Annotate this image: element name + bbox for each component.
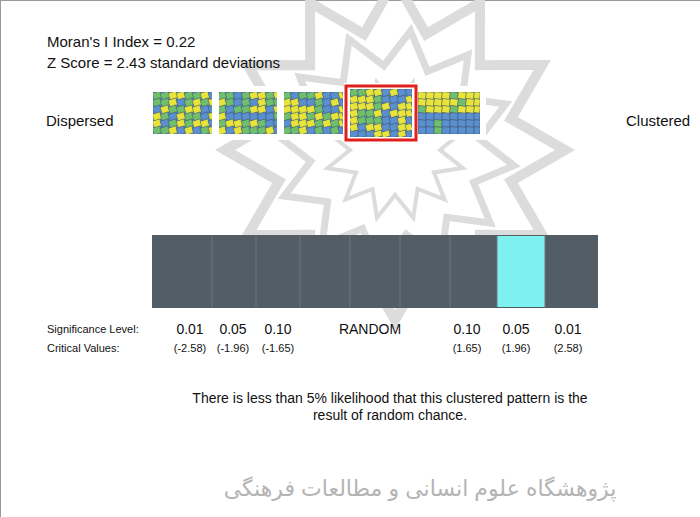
zone-divider [450, 236, 451, 307]
critical-value: (-2.58) [174, 342, 206, 355]
significance-level: 0.10 [264, 321, 291, 338]
zone-divider [545, 236, 546, 307]
thumbnail-border [415, 89, 483, 137]
bar-ground [152, 235, 598, 308]
pattern-thumbnails [0, 0, 618, 140]
thumbnail-border [347, 86, 415, 140]
row-heading: Critical Values: [47, 342, 120, 355]
index-value: Moran's I Index = 0.22 [47, 33, 195, 51]
critical-value: (1.96) [502, 342, 531, 355]
watermark-text: پژوهشگاه علوم انسانی و مطالعات فرهنگی [224, 476, 617, 502]
emblem-ring [276, 31, 514, 269]
significance-level: 0.10 [453, 321, 480, 338]
frame-edge [0, 0, 700, 1]
emblem-ring [327, 82, 462, 217]
critical-value: (1.65) [453, 342, 482, 355]
row-heading: Significance Level: [47, 323, 139, 336]
frame-edge [0, 0, 1, 517]
critical-value: (-1.65) [262, 342, 294, 355]
highlighted-zone [497, 236, 545, 307]
zone-divider [256, 236, 257, 307]
axis-end-label: Clustered [626, 112, 690, 130]
significance-level: 0.01 [554, 321, 581, 338]
result-note: There is less than 5% likelihood that th… [185, 390, 595, 424]
zone-divider [212, 236, 213, 307]
pattern-thumbnail [0, 0, 353, 135]
critical-value: (2.58) [554, 342, 583, 355]
zone-divider [400, 236, 401, 307]
axis-end-label: Dispersed [46, 112, 114, 130]
significance-level: 0.05 [502, 321, 529, 338]
thumbnail-border [280, 89, 346, 137]
zone-label: RANDOM [339, 321, 401, 338]
significance-level: 0.01 [176, 321, 203, 338]
significance-bar [152, 235, 598, 308]
significance-level: 0.05 [219, 321, 246, 338]
selected-frame [346, 86, 416, 140]
thumbnail-border [215, 89, 281, 137]
z-score: Z Score = 2.43 standard deviations [47, 54, 280, 72]
thumbnail-border [150, 89, 216, 137]
zone-divider [497, 236, 498, 307]
zone-divider [300, 236, 301, 307]
critical-value: (-1.96) [217, 342, 249, 355]
zone-divider [350, 236, 351, 307]
